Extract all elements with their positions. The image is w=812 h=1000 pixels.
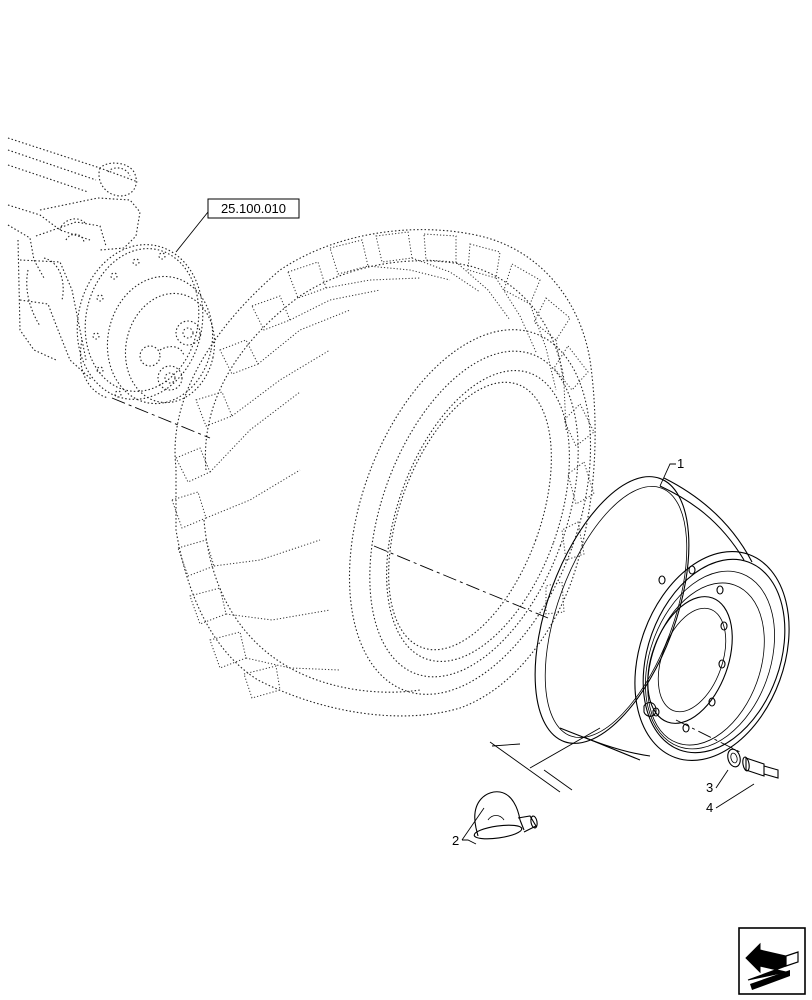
callout-leaders bbox=[175, 211, 755, 845]
assembly-centerlines bbox=[111, 397, 741, 753]
valve-stem bbox=[473, 791, 538, 840]
callout-1: 1 bbox=[677, 456, 684, 471]
callout-2: 2 bbox=[452, 833, 459, 848]
wheel-rim bbox=[534, 476, 790, 761]
planetary-final-drive bbox=[76, 244, 216, 405]
wheel-bolt bbox=[742, 756, 779, 779]
valve-leader-bracket bbox=[489, 727, 601, 793]
arrow-back-icon[interactable] bbox=[738, 927, 806, 995]
reference-label: 25.100.010 bbox=[221, 201, 286, 216]
tire bbox=[171, 229, 596, 717]
callout-4: 4 bbox=[706, 800, 713, 815]
callout-3: 3 bbox=[706, 780, 713, 795]
axle-housing bbox=[7, 137, 141, 381]
reference-callout[interactable]: 25.100.010 bbox=[207, 198, 300, 219]
washer bbox=[727, 748, 741, 768]
